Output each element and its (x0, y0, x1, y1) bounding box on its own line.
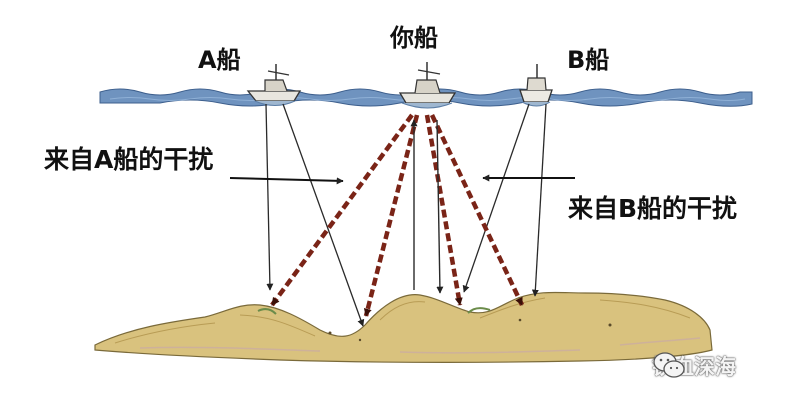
wechat-icon (653, 352, 685, 378)
ship-you-label: 你船 (390, 24, 438, 52)
ship-you (398, 62, 457, 109)
own-sonar-echoes (270, 113, 525, 317)
interference-a-arrow (229, 177, 344, 185)
ship-b (519, 64, 553, 107)
ship-b-label: B船 (567, 46, 610, 74)
ship-a-sonar-paths (265, 103, 365, 327)
interference-b-label: 来自B船的干扰 (568, 194, 738, 223)
ship-a-label: A船 (198, 46, 241, 74)
ship-a (246, 64, 302, 106)
ship-b-sonar-paths (462, 103, 547, 297)
seabed (94, 291, 713, 363)
interference-a-label: 来自A船的干扰 (44, 145, 214, 174)
watermark: 铁血深海 (652, 350, 736, 382)
